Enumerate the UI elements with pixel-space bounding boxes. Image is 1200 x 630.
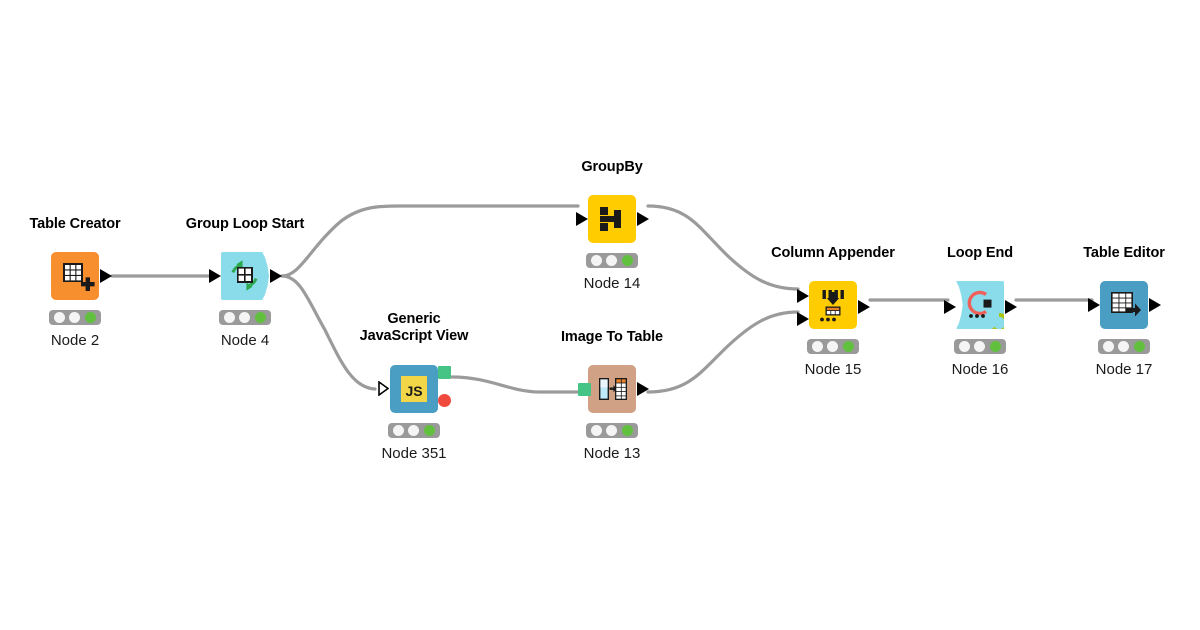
output-port-data[interactable] xyxy=(1149,298,1161,312)
node-body-groupby[interactable] xyxy=(588,195,636,243)
wire-image-to-table-to-column-appender xyxy=(646,310,800,394)
node-body-image-to-table[interactable] xyxy=(588,365,636,413)
input-port-data[interactable] xyxy=(1088,298,1100,312)
status-light-3 xyxy=(1133,341,1145,352)
status-light-1 xyxy=(224,312,236,323)
output-port-data[interactable] xyxy=(637,212,649,226)
status-light-3 xyxy=(621,255,633,266)
status-indicator-group-loop-start xyxy=(219,310,271,325)
status-light-1 xyxy=(959,341,971,352)
wire-group-loop-start-to-groupby xyxy=(280,204,580,278)
status-light-3 xyxy=(423,425,435,436)
node-id-table-creator: Node 2 xyxy=(50,332,100,349)
svg-text:JS: JS xyxy=(405,383,422,399)
output-port-data[interactable] xyxy=(637,382,649,396)
node-title-loop-end: Loop End xyxy=(946,245,1014,261)
loop-end-icon xyxy=(967,290,992,318)
status-light-2 xyxy=(974,341,986,352)
image-to-table-icon xyxy=(599,378,627,400)
groupby-icon xyxy=(600,207,621,231)
status-light-1 xyxy=(591,255,603,266)
status-light-2 xyxy=(408,425,420,436)
loop-badge-icon xyxy=(991,312,1004,329)
node-title-groupby: GroupBy xyxy=(581,159,643,175)
node-id-loop-end: Node 16 xyxy=(951,361,1009,378)
js-icon: JS xyxy=(401,376,427,402)
table-editor-icon xyxy=(1111,292,1141,317)
status-indicator-generic-javascript-view xyxy=(388,423,440,438)
output-port-data[interactable] xyxy=(858,300,870,314)
node-title-column-appender: Column Appender xyxy=(771,245,895,261)
input-port-data[interactable] xyxy=(944,300,956,314)
input-port-data[interactable] xyxy=(576,212,588,226)
input-port-data-2[interactable] xyxy=(797,312,809,326)
status-indicator-groupby xyxy=(586,253,638,268)
node-title-table-editor: Table Editor xyxy=(1083,245,1165,261)
wire-js-view-to-image-to-table xyxy=(450,375,580,394)
status-light-2 xyxy=(606,425,618,436)
node-id-group-loop-start: Node 4 xyxy=(220,332,270,349)
status-light-3 xyxy=(842,341,854,352)
status-light-2 xyxy=(827,341,839,352)
node-id-groupby: Node 14 xyxy=(583,275,641,292)
node-body-table-editor[interactable] xyxy=(1100,281,1148,329)
status-light-3 xyxy=(254,312,266,323)
node-body-group-loop-start[interactable] xyxy=(221,252,269,300)
node-title-generic-javascript-view: Generic JavaScript View xyxy=(359,311,469,344)
status-light-2 xyxy=(239,312,251,323)
output-port-red-circle[interactable] xyxy=(438,394,451,407)
node-body-generic-javascript-view[interactable]: JS xyxy=(390,365,438,413)
node-title-table-creator: Table Creator xyxy=(29,216,121,232)
status-light-1 xyxy=(54,312,66,323)
input-port-image-green[interactable] xyxy=(578,383,591,396)
column-appender-icon xyxy=(820,290,844,322)
status-light-2 xyxy=(1118,341,1130,352)
node-body-loop-end[interactable] xyxy=(956,281,1004,329)
node-id-column-appender: Node 15 xyxy=(804,361,862,378)
node-body-column-appender[interactable] xyxy=(809,281,857,329)
output-port-data[interactable] xyxy=(100,269,112,283)
status-light-1 xyxy=(1103,341,1115,352)
status-light-2 xyxy=(69,312,81,323)
node-body-table-creator[interactable] xyxy=(51,252,99,300)
input-port-data[interactable] xyxy=(209,269,221,283)
output-port-data[interactable] xyxy=(270,269,282,283)
status-light-3 xyxy=(989,341,1001,352)
status-light-1 xyxy=(591,425,603,436)
status-light-2 xyxy=(606,255,618,266)
node-title-image-to-table: Image To Table xyxy=(561,329,663,345)
node-id-generic-javascript-view: Node 351 xyxy=(381,445,447,462)
node-id-image-to-table: Node 13 xyxy=(583,445,641,462)
status-indicator-column-appender xyxy=(807,339,859,354)
input-port-data-1[interactable] xyxy=(797,289,809,303)
group-loop-start-icon xyxy=(231,260,258,291)
status-light-3 xyxy=(621,425,633,436)
node-id-table-editor: Node 17 xyxy=(1095,361,1153,378)
status-light-1 xyxy=(812,341,824,352)
status-indicator-loop-end xyxy=(954,339,1006,354)
table-plus-icon xyxy=(63,263,95,291)
input-port-flowvar-optional[interactable] xyxy=(378,381,389,396)
node-title-group-loop-start: Group Loop Start xyxy=(185,216,305,232)
status-indicator-image-to-table xyxy=(586,423,638,438)
status-light-3 xyxy=(84,312,96,323)
status-indicator-table-creator xyxy=(49,310,101,325)
status-light-1 xyxy=(393,425,405,436)
output-port-image-green[interactable] xyxy=(438,366,451,379)
status-indicator-table-editor xyxy=(1098,339,1150,354)
output-port-data[interactable] xyxy=(1005,300,1017,314)
